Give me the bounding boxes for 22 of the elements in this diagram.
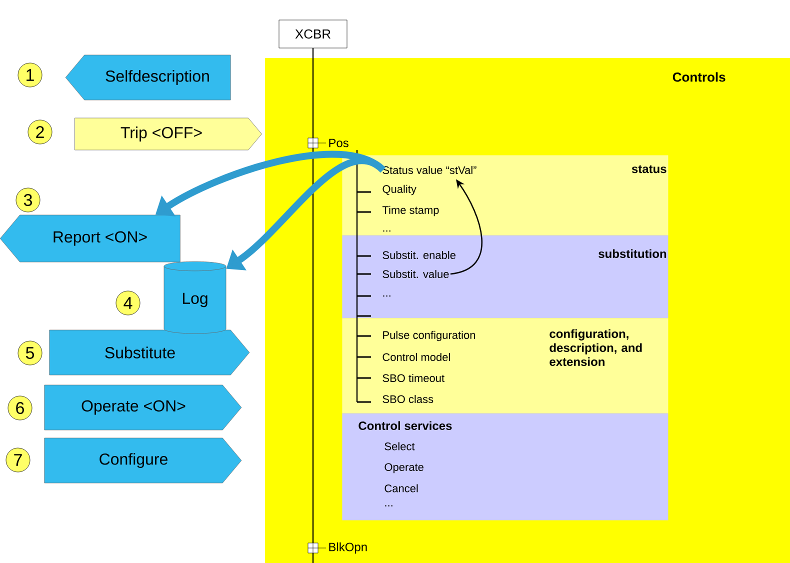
- tree-label: BlkOpn: [329, 542, 367, 554]
- service-tag: Selfdescription: [65, 54, 231, 100]
- item-text: ...: [383, 230, 390, 232]
- item-text: Substit. value: [382, 270, 449, 278]
- item-text: Pulse configuration: [383, 330, 476, 342]
- logical-node-box: XCBR: [278, 20, 348, 48]
- service-tag: Configure: [44, 438, 242, 484]
- service-tag: Substitute: [49, 330, 250, 376]
- item-text: ...: [383, 295, 390, 297]
- tree-label: Pos: [329, 138, 348, 148]
- item-text: Time stamp: [382, 206, 439, 216]
- service-tag: Trip <OFF>: [74, 118, 262, 150]
- item-text: SBO timeout: [382, 374, 444, 382]
- item-text: SBO class: [382, 394, 434, 404]
- service-tag: Operate <ON>: [44, 384, 242, 430]
- item-text: Status value “stVal”: [382, 166, 476, 174]
- item-text: Control model: [382, 352, 450, 362]
- item-text: Substit. enable: [382, 250, 456, 260]
- database-cylinder: Log: [164, 261, 226, 334]
- item-text: Quality: [382, 184, 416, 196]
- services-band: Control services Select Operate Cancel ...: [342, 413, 668, 520]
- service-tag: Report <ON>: [0, 214, 180, 262]
